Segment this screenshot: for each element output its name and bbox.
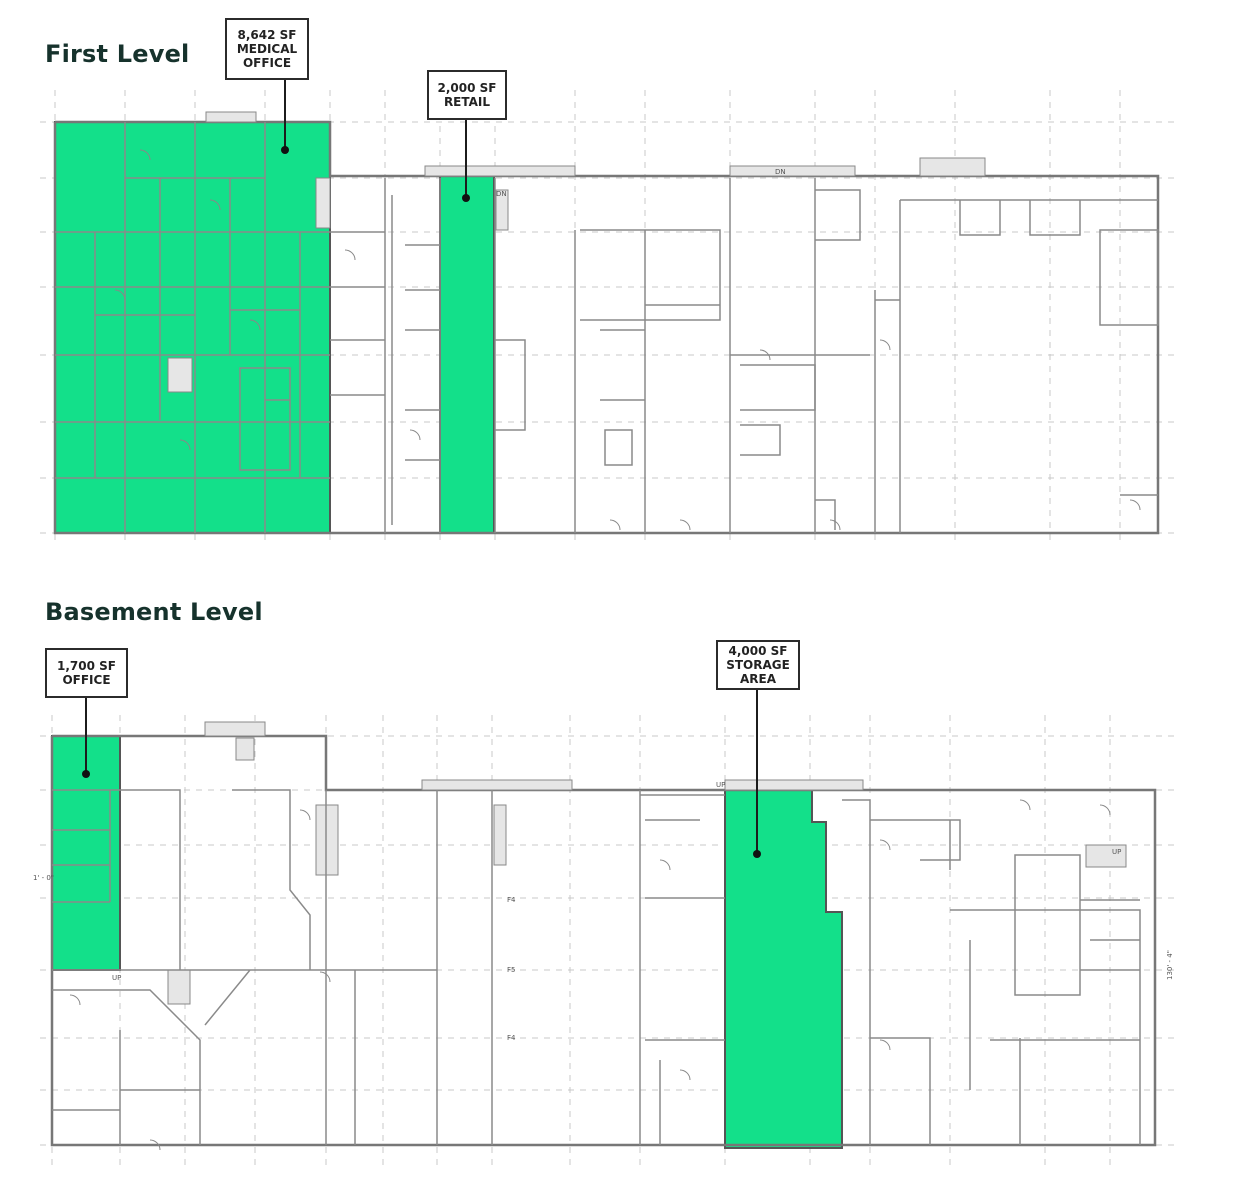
medical-office-marker xyxy=(281,146,289,154)
basement-level-grid xyxy=(40,715,1180,1170)
medical-office-label: 8,642 SF MEDICAL OFFICE xyxy=(236,28,298,70)
basement-level-title: Basement Level xyxy=(45,598,263,626)
office-callout: 1,700 SF OFFICE xyxy=(45,648,128,698)
dimension-left: 1' - 0" xyxy=(33,874,54,882)
grid-label-f4-b: F4 xyxy=(507,1034,516,1042)
grid-label-f4-a: F4 xyxy=(507,896,516,904)
office-label: 1,700 SF OFFICE xyxy=(57,659,116,687)
first-level-walls xyxy=(53,111,1160,535)
retail-marker xyxy=(462,194,470,202)
storage-marker xyxy=(753,850,761,858)
basement-level-walls xyxy=(50,721,1157,1151)
basement-level-floor-plan: UP UP UP F4 F5 F4 1' - 0" 130' - 4" xyxy=(33,688,1180,1170)
storage-label: 4,000 SF STORAGE AREA xyxy=(726,644,790,686)
retail-label: 2,000 SF RETAIL xyxy=(437,81,497,109)
up-label-2: UP xyxy=(112,974,121,982)
dn-label-1: DN xyxy=(496,190,507,198)
retail-area xyxy=(439,175,495,534)
first-level-floor-plan: DN DN xyxy=(40,80,1180,545)
up-label-1: UP xyxy=(716,781,725,789)
storage-callout: 4,000 SF STORAGE AREA xyxy=(716,640,800,690)
retail-callout: 2,000 SF RETAIL xyxy=(427,70,507,120)
medical-office-callout: 8,642 SF MEDICAL OFFICE xyxy=(225,18,309,80)
first-level-title: First Level xyxy=(45,40,190,68)
storage-area xyxy=(724,789,843,1149)
dn-label-2: DN xyxy=(775,168,786,176)
up-label-3: UP xyxy=(1112,848,1121,856)
dimension-right: 130' - 4" xyxy=(1166,950,1174,980)
medical-office-area xyxy=(54,121,331,534)
grid-label-f5: F5 xyxy=(507,966,515,974)
office-marker xyxy=(82,770,90,778)
